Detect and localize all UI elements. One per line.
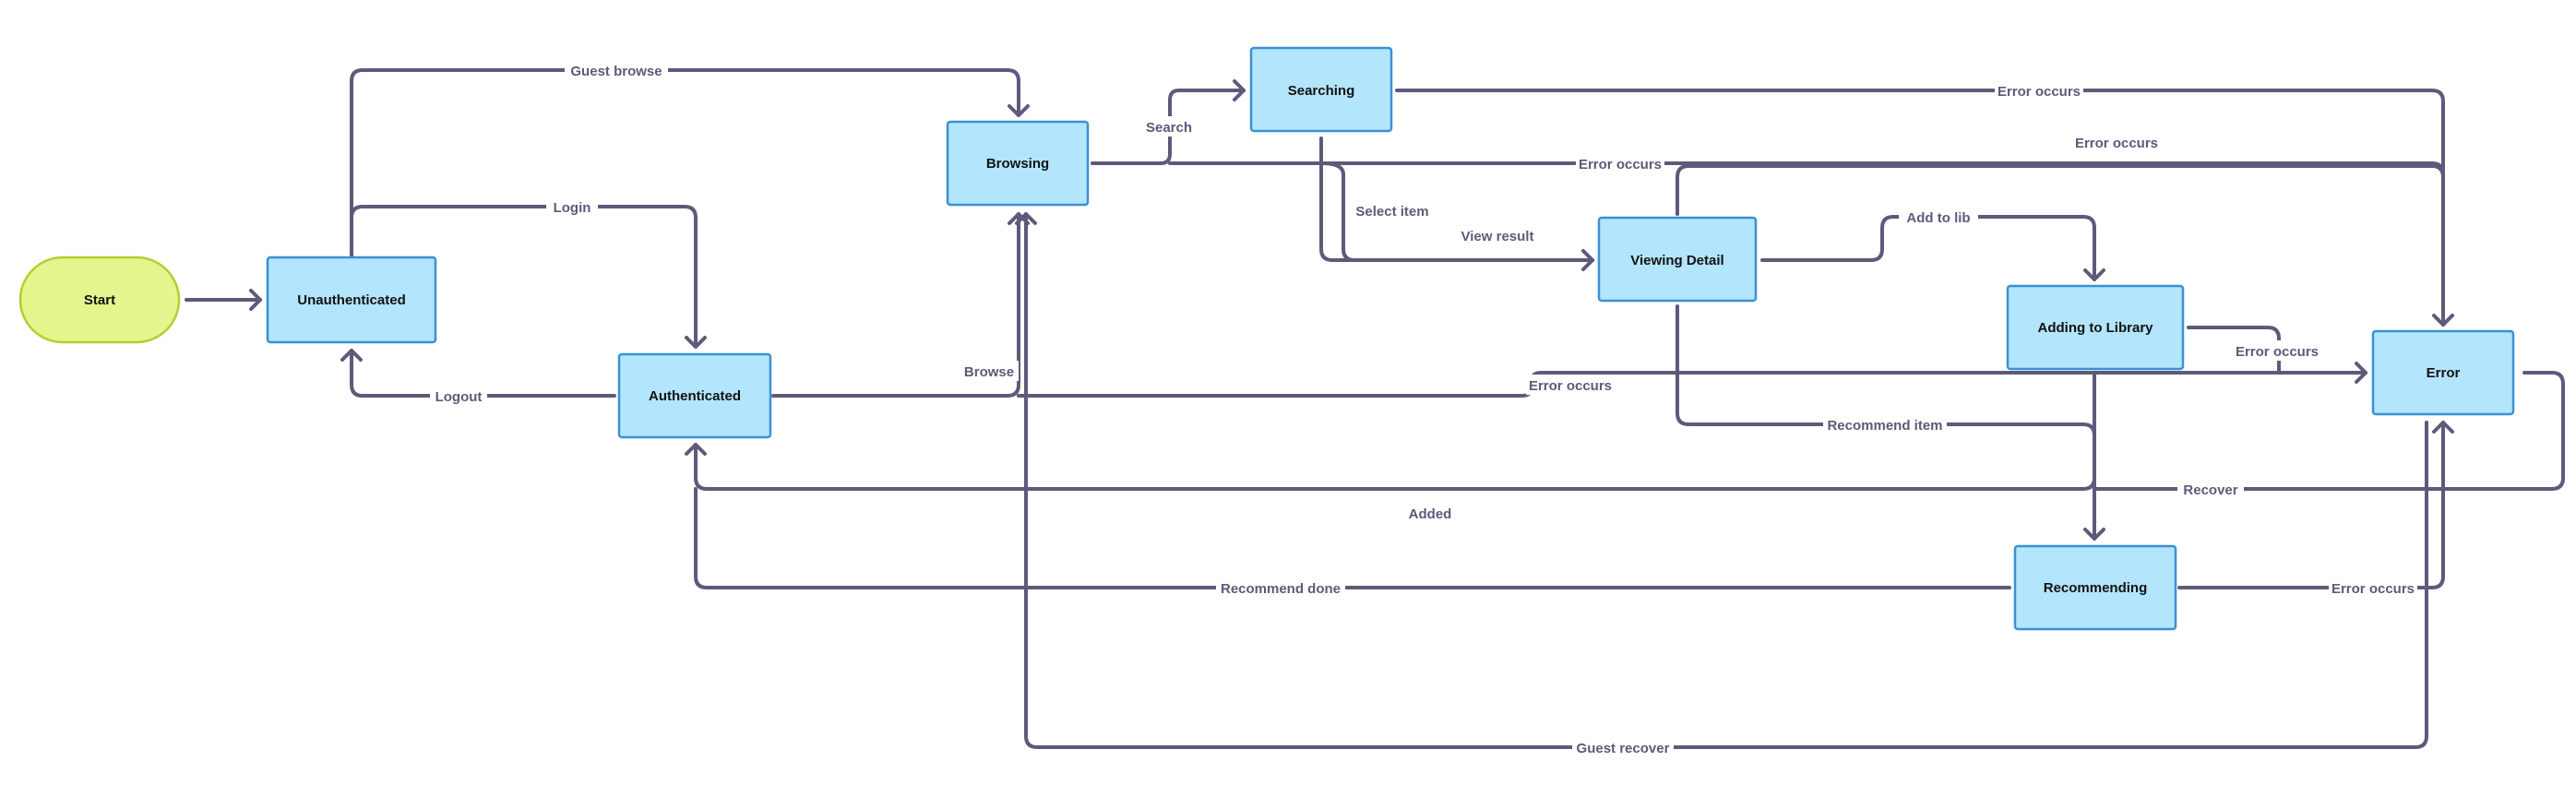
- node-label-start: Start: [84, 292, 115, 308]
- node-unauthenticated[interactable]: Unauthenticated: [266, 256, 437, 344]
- edge-error-searching: Error occurs: [1395, 80, 2445, 327]
- node-label-unauthenticated: Unauthenticated: [297, 292, 406, 308]
- edge-recommend-done: Recommend done: [694, 487, 2011, 598]
- edges: Guest browse Login Logout Browse: [185, 60, 2565, 757]
- node-label-authenticated: Authenticated: [649, 388, 741, 404]
- edge-browse: Browse: [771, 212, 1030, 398]
- edge-label-error-browsing: Error occurs: [1579, 157, 1662, 173]
- edge-label-browse: Browse: [964, 364, 1014, 380]
- node-label-error: Error: [2427, 365, 2461, 381]
- edge-label-add-to-lib: Add to lib: [1906, 210, 1970, 226]
- node-start[interactable]: Start: [18, 256, 181, 344]
- edge-add-to-lib: Add to lib: [1760, 207, 2105, 281]
- edge-added: Added: [685, 371, 2096, 523]
- edge-guest-browse: Guest browse: [350, 60, 1030, 259]
- edge-search: Search: [1091, 79, 1246, 165]
- edge-logout: Logout: [340, 349, 616, 406]
- edge-label-guest-recover: Guest recover: [1577, 741, 1670, 756]
- nodes: Start Unauthenticated Authenticated Brow…: [18, 46, 2515, 631]
- edge-label-logout: Logout: [435, 389, 483, 405]
- edge-label-recommend-done: Recommend done: [1221, 581, 1341, 597]
- node-label-browsing: Browsing: [986, 156, 1049, 172]
- edge-label-recover: Recover: [2183, 482, 2237, 498]
- node-label-searching: Searching: [1288, 83, 1355, 99]
- edge-label-search: Search: [1146, 120, 1192, 136]
- edge-label-error-viewing: Error occurs: [2075, 136, 2158, 151]
- node-label-viewing-detail: Viewing Detail: [1630, 253, 1723, 268]
- edge-recover: Recover: [2093, 371, 2565, 499]
- edge-error-authenticated: Error occurs: [1017, 362, 2367, 398]
- edge-label-recommend-item: Recommend item: [1827, 418, 1942, 434]
- edge-select-item: Select item: [1319, 137, 1594, 271]
- edge-error-adding: Error occurs: [2187, 326, 2321, 375]
- edge-error-viewing: Error occurs: [1676, 132, 2445, 327]
- edge-label-login: Login: [554, 200, 591, 216]
- node-label-recommending: Recommending: [2044, 580, 2148, 596]
- node-viewing-detail[interactable]: Viewing Detail: [1597, 216, 1758, 303]
- edge-label-select-item: Select item: [1355, 204, 1428, 220]
- edge-label-guest-browse: Guest browse: [570, 64, 662, 79]
- edge-label-error-recommending: Error occurs: [2332, 581, 2415, 597]
- node-label-adding-to-library: Adding to Library: [2038, 320, 2154, 336]
- node-error[interactable]: Error: [2371, 329, 2515, 416]
- edge-view-result: View result: [1319, 161, 1594, 262]
- node-authenticated[interactable]: Authenticated: [617, 352, 772, 439]
- node-recommending[interactable]: Recommending: [2013, 544, 2177, 631]
- edge-error-recommending: Error occurs: [2177, 421, 2454, 598]
- edge-label-error-adding: Error occurs: [2236, 344, 2319, 360]
- edge-label-error-searching: Error occurs: [1998, 84, 2081, 100]
- edge-label-view-result: View result: [1461, 229, 1534, 244]
- edge-guest-recover: Guest recover: [1015, 212, 2428, 757]
- edge-login: Login: [350, 196, 707, 349]
- node-browsing[interactable]: Browsing: [946, 120, 1090, 207]
- node-searching[interactable]: Searching: [1249, 46, 1393, 133]
- node-adding-to-library[interactable]: Adding to Library: [2006, 284, 2185, 371]
- edge-error-browsing: Error occurs: [1168, 153, 2454, 327]
- edge-label-added: Added: [1409, 506, 1452, 522]
- edge-label-error-authenticated: Error occurs: [1529, 378, 1612, 394]
- edge-start-unauthenticated: [185, 289, 262, 311]
